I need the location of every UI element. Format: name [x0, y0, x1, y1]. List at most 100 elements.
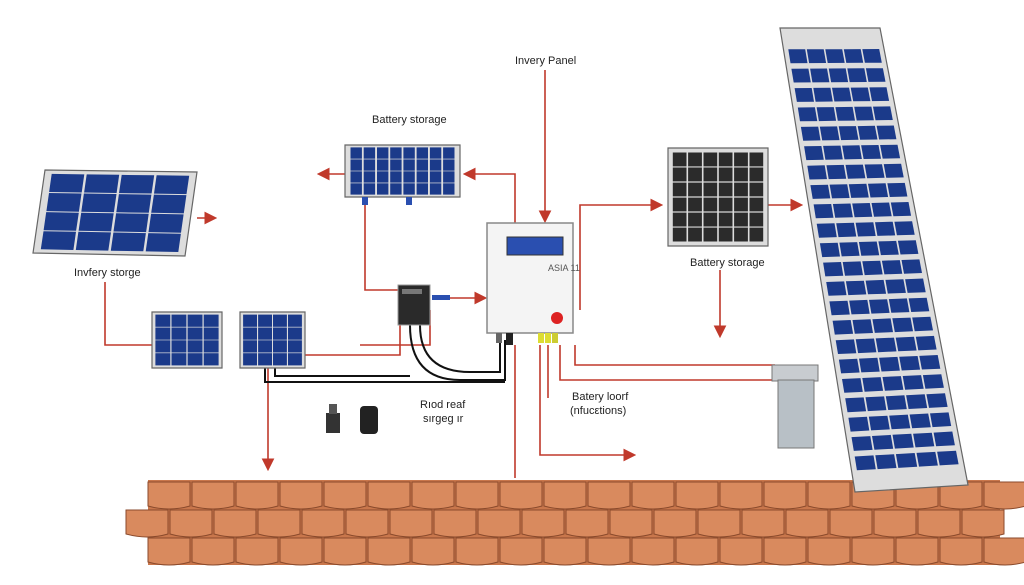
panel-cell	[937, 450, 959, 466]
panel-cell	[203, 314, 219, 327]
panel-cell	[390, 159, 402, 171]
panel-cell	[839, 242, 860, 257]
panel-cell	[797, 107, 818, 122]
panel-cell	[443, 147, 455, 159]
roof-tile	[367, 481, 411, 510]
panel-cell	[836, 222, 857, 238]
panel-cell	[688, 182, 702, 197]
panel-cell	[804, 146, 824, 161]
connectors	[326, 404, 378, 434]
panel-cell	[868, 415, 890, 431]
panel-cell	[807, 165, 827, 180]
panel-cell	[443, 159, 455, 171]
panel-cell	[273, 314, 287, 327]
panel-cell	[878, 240, 899, 256]
panel-cell	[718, 152, 733, 167]
panel-cell	[849, 299, 870, 315]
panel-cell	[110, 232, 146, 252]
panel-cell	[443, 183, 455, 195]
roof-tile	[235, 537, 279, 566]
panel-cell	[862, 49, 882, 63]
roof-tile	[235, 481, 279, 510]
panel-cell	[862, 260, 883, 276]
panel-cell	[892, 317, 913, 333]
panel-cell	[416, 183, 428, 195]
panel-cell	[749, 212, 764, 227]
roof-tile	[147, 481, 191, 510]
roof-tile	[565, 509, 609, 538]
panel-cell	[429, 183, 442, 195]
roof-tile	[367, 537, 411, 566]
panel-cell	[718, 212, 733, 227]
panel-cell	[171, 327, 187, 340]
panel-cell	[926, 393, 948, 408]
panel-cell	[890, 202, 912, 217]
panel-cell	[875, 337, 897, 353]
roof-tile	[169, 509, 213, 538]
panel-cell	[672, 182, 687, 197]
panel-cell	[443, 171, 455, 183]
panel-cell	[922, 374, 944, 389]
roof-tile	[983, 481, 1024, 510]
roof-tile	[851, 537, 895, 566]
panel-cell	[845, 164, 866, 179]
panel-cell	[857, 125, 878, 140]
panel-cell	[429, 147, 442, 159]
panel-cell	[350, 159, 362, 171]
roof-tile	[147, 537, 191, 566]
panel-cell	[906, 394, 928, 409]
panel-cell	[75, 231, 111, 251]
panel-cell	[718, 182, 733, 197]
roof-tile	[587, 537, 631, 566]
label-invfery-storge: Invfery storge	[74, 267, 141, 279]
wire	[104, 282, 152, 346]
panel-cell	[363, 171, 376, 183]
panel-cell	[933, 431, 955, 447]
panel-cell	[703, 152, 718, 167]
roof-tile	[499, 481, 543, 510]
panel-cell	[113, 213, 149, 233]
panel-cell	[273, 340, 287, 353]
roof-tile	[323, 537, 367, 566]
panel-cell	[718, 197, 733, 212]
inverter-button	[551, 312, 563, 324]
panel-cell	[847, 68, 867, 83]
panel-cell	[703, 227, 718, 242]
panel-cell	[703, 182, 718, 197]
panel-cell	[363, 159, 376, 171]
inverter-model: ASIA 11	[548, 263, 580, 273]
panel-cell	[871, 202, 892, 217]
solar-panel-left	[32, 169, 198, 257]
panel-cell	[377, 171, 389, 183]
roof-tile	[499, 537, 543, 566]
panel-cell	[905, 278, 926, 293]
label-battery-loof-line2: (nfucεtions)	[570, 405, 626, 417]
panel-cell	[826, 164, 847, 180]
panel-cell	[363, 147, 376, 159]
panel-cell	[823, 262, 844, 277]
roof-tile	[521, 509, 565, 538]
panel-cell	[187, 340, 203, 353]
roof-tile	[763, 481, 807, 510]
panel-cell	[845, 280, 867, 296]
roof-tile	[213, 509, 257, 538]
panel-cell	[84, 174, 120, 193]
panel-cell	[880, 144, 901, 159]
panel-cell	[848, 416, 870, 432]
panel-cell	[390, 183, 402, 195]
panel-cell	[116, 194, 152, 213]
panel-cell	[845, 397, 867, 413]
panel-cell	[155, 314, 171, 327]
panel-cell	[883, 163, 904, 178]
panel-cell	[43, 212, 79, 231]
panel-cell	[688, 152, 702, 167]
panel-cell	[832, 203, 853, 218]
panel-cell	[854, 106, 874, 121]
label-roof-line1: Rıod reaf	[420, 399, 466, 411]
panel-cell	[416, 159, 428, 171]
panel-cell	[816, 107, 837, 122]
roof-tile	[279, 537, 323, 566]
panel-cell	[49, 173, 85, 193]
panel-cell	[825, 49, 845, 63]
panel-cell	[889, 414, 911, 430]
